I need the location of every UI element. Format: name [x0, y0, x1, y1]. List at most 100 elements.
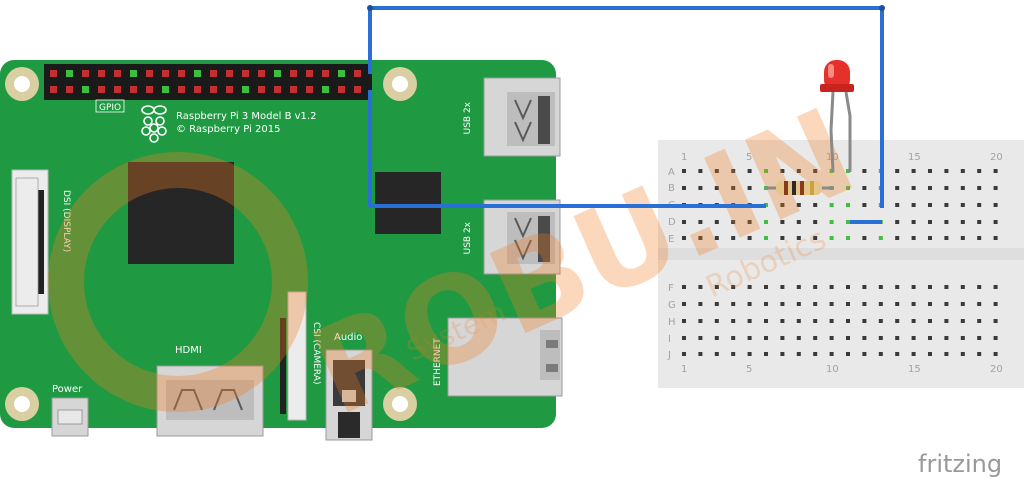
breadboard-hole: [862, 302, 867, 306]
watermark-ring: [48, 152, 308, 412]
breadboard-hole: [928, 285, 932, 289]
breadboard-hole: [977, 352, 982, 356]
breadboard-hole: [846, 220, 850, 224]
breadboard-hole: [829, 302, 834, 306]
breadboard-hole: [911, 352, 916, 356]
breadboard-hole: [911, 220, 916, 224]
breadboard-hole: [698, 319, 703, 323]
hdmi-label: HDMI: [175, 345, 202, 356]
breadboard-hole: [846, 285, 850, 289]
col-number-15: 15: [908, 152, 921, 163]
gpio-pin: [274, 70, 281, 77]
gpio-pin: [146, 70, 153, 77]
breadboard-hole: [714, 336, 719, 340]
breadboard-body: [658, 140, 1024, 388]
led: [820, 60, 854, 173]
gpio-pin: [274, 86, 281, 93]
breadboard-hole: [698, 336, 703, 340]
gpio-pin: [194, 70, 201, 77]
breadboard-hole: [747, 220, 752, 224]
breadboard-hole: [731, 319, 736, 323]
usb-top-label: USB 2x: [463, 101, 473, 134]
breadboard-hole: [862, 352, 867, 356]
gpio-pin: [114, 70, 121, 77]
breadboard-hole: [977, 285, 982, 289]
breadboard-hole: [747, 236, 752, 240]
raspberry-pi-board: GPIO Raspberry Pi 3 Model B v1.2 © Raspb…: [0, 60, 563, 441]
breadboard-hole: [878, 302, 883, 306]
breadboard-hole: [944, 169, 949, 173]
breadboard-hole: [960, 236, 965, 240]
breadboard-hole: [846, 186, 850, 190]
breadboard-hole: [796, 285, 801, 289]
breadboard-hole: [928, 220, 932, 224]
breadboard-hole: [911, 285, 916, 289]
breadboard-hole: [780, 220, 785, 224]
breadboard-hole: [846, 203, 850, 207]
breadboard-hole: [928, 169, 932, 173]
breadboard-hole: [993, 302, 998, 306]
breadboard-hole: [796, 220, 801, 224]
row-label-j: J: [667, 350, 671, 361]
resistor-body: [776, 181, 822, 195]
breadboard-hole: [780, 336, 785, 340]
breadboard-hole: [813, 319, 818, 323]
breadboard-hole: [993, 169, 998, 173]
breadboard-hole: [895, 169, 900, 173]
breadboard-hole: [780, 236, 785, 240]
usb-bottom-label: USB 2x: [463, 221, 473, 254]
breadboard-hole: [714, 236, 719, 240]
breadboard-hole: [977, 169, 982, 173]
breadboard-hole: [813, 302, 818, 306]
wires: [367, 5, 885, 224]
row-label-i: I: [668, 334, 671, 345]
breadboard-hole: [698, 169, 703, 173]
dsi-label: DSI (DISPLAY): [61, 190, 71, 252]
breadboard-hole: [862, 186, 867, 190]
breadboard-hole: [960, 302, 965, 306]
breadboard-hole: [796, 302, 801, 306]
breadboard: A B C D E F G H I J 1 5 10 15 20 1 5 10 …: [658, 140, 1024, 388]
breadboard-hole: [829, 285, 834, 289]
resistor: [766, 181, 834, 195]
led-legs: [829, 91, 852, 172]
breadboard-hole: [993, 319, 998, 323]
gpio-header: [44, 64, 372, 100]
audio-jack: Audio: [325, 332, 373, 441]
breadboard-hole: [682, 220, 686, 224]
fritzing-logo: fritzing: [918, 450, 1002, 478]
gpio-pins: [50, 70, 361, 93]
gpio-pin: [258, 70, 265, 77]
breadboard-hole: [731, 302, 736, 306]
breadboard-hole: [895, 186, 900, 190]
breadboard-hole: [747, 336, 752, 340]
breadboard-hole: [960, 319, 965, 323]
breadboard-hole: [747, 169, 752, 173]
breadboard-hole: [862, 169, 867, 173]
breadboard-hole: [944, 319, 949, 323]
breadboard-hole: [862, 336, 867, 340]
gpio-pin: [162, 70, 169, 77]
breadboard-hole: [977, 220, 982, 224]
col-number-20-bottom: 20: [990, 364, 1003, 375]
board-copyright: © Raspberry Pi 2015: [176, 124, 280, 135]
gpio-pin: [50, 70, 57, 77]
breadboard-hole: [977, 336, 982, 340]
breadboard-hole: [977, 186, 982, 190]
breadboard-hole: [764, 336, 768, 340]
breadboard-hole: [714, 352, 719, 356]
breadboard-hole: [698, 186, 703, 190]
power-label: Power: [52, 384, 83, 395]
row-label-h: H: [668, 317, 676, 328]
breadboard-hole: [698, 220, 703, 224]
gpio-pin: [210, 70, 217, 77]
breadboard-hole: [780, 285, 785, 289]
breadboard-hole: [813, 285, 818, 289]
gpio-label: GPIO: [99, 103, 121, 113]
breadboard-hole: [911, 336, 916, 340]
csi-connector: CSI (CAMERA): [280, 291, 321, 421]
breadboard-hole: [813, 352, 818, 356]
gpio-pin: [50, 86, 57, 93]
breadboard-hole: [960, 285, 965, 289]
col-number-5: 5: [746, 152, 752, 163]
